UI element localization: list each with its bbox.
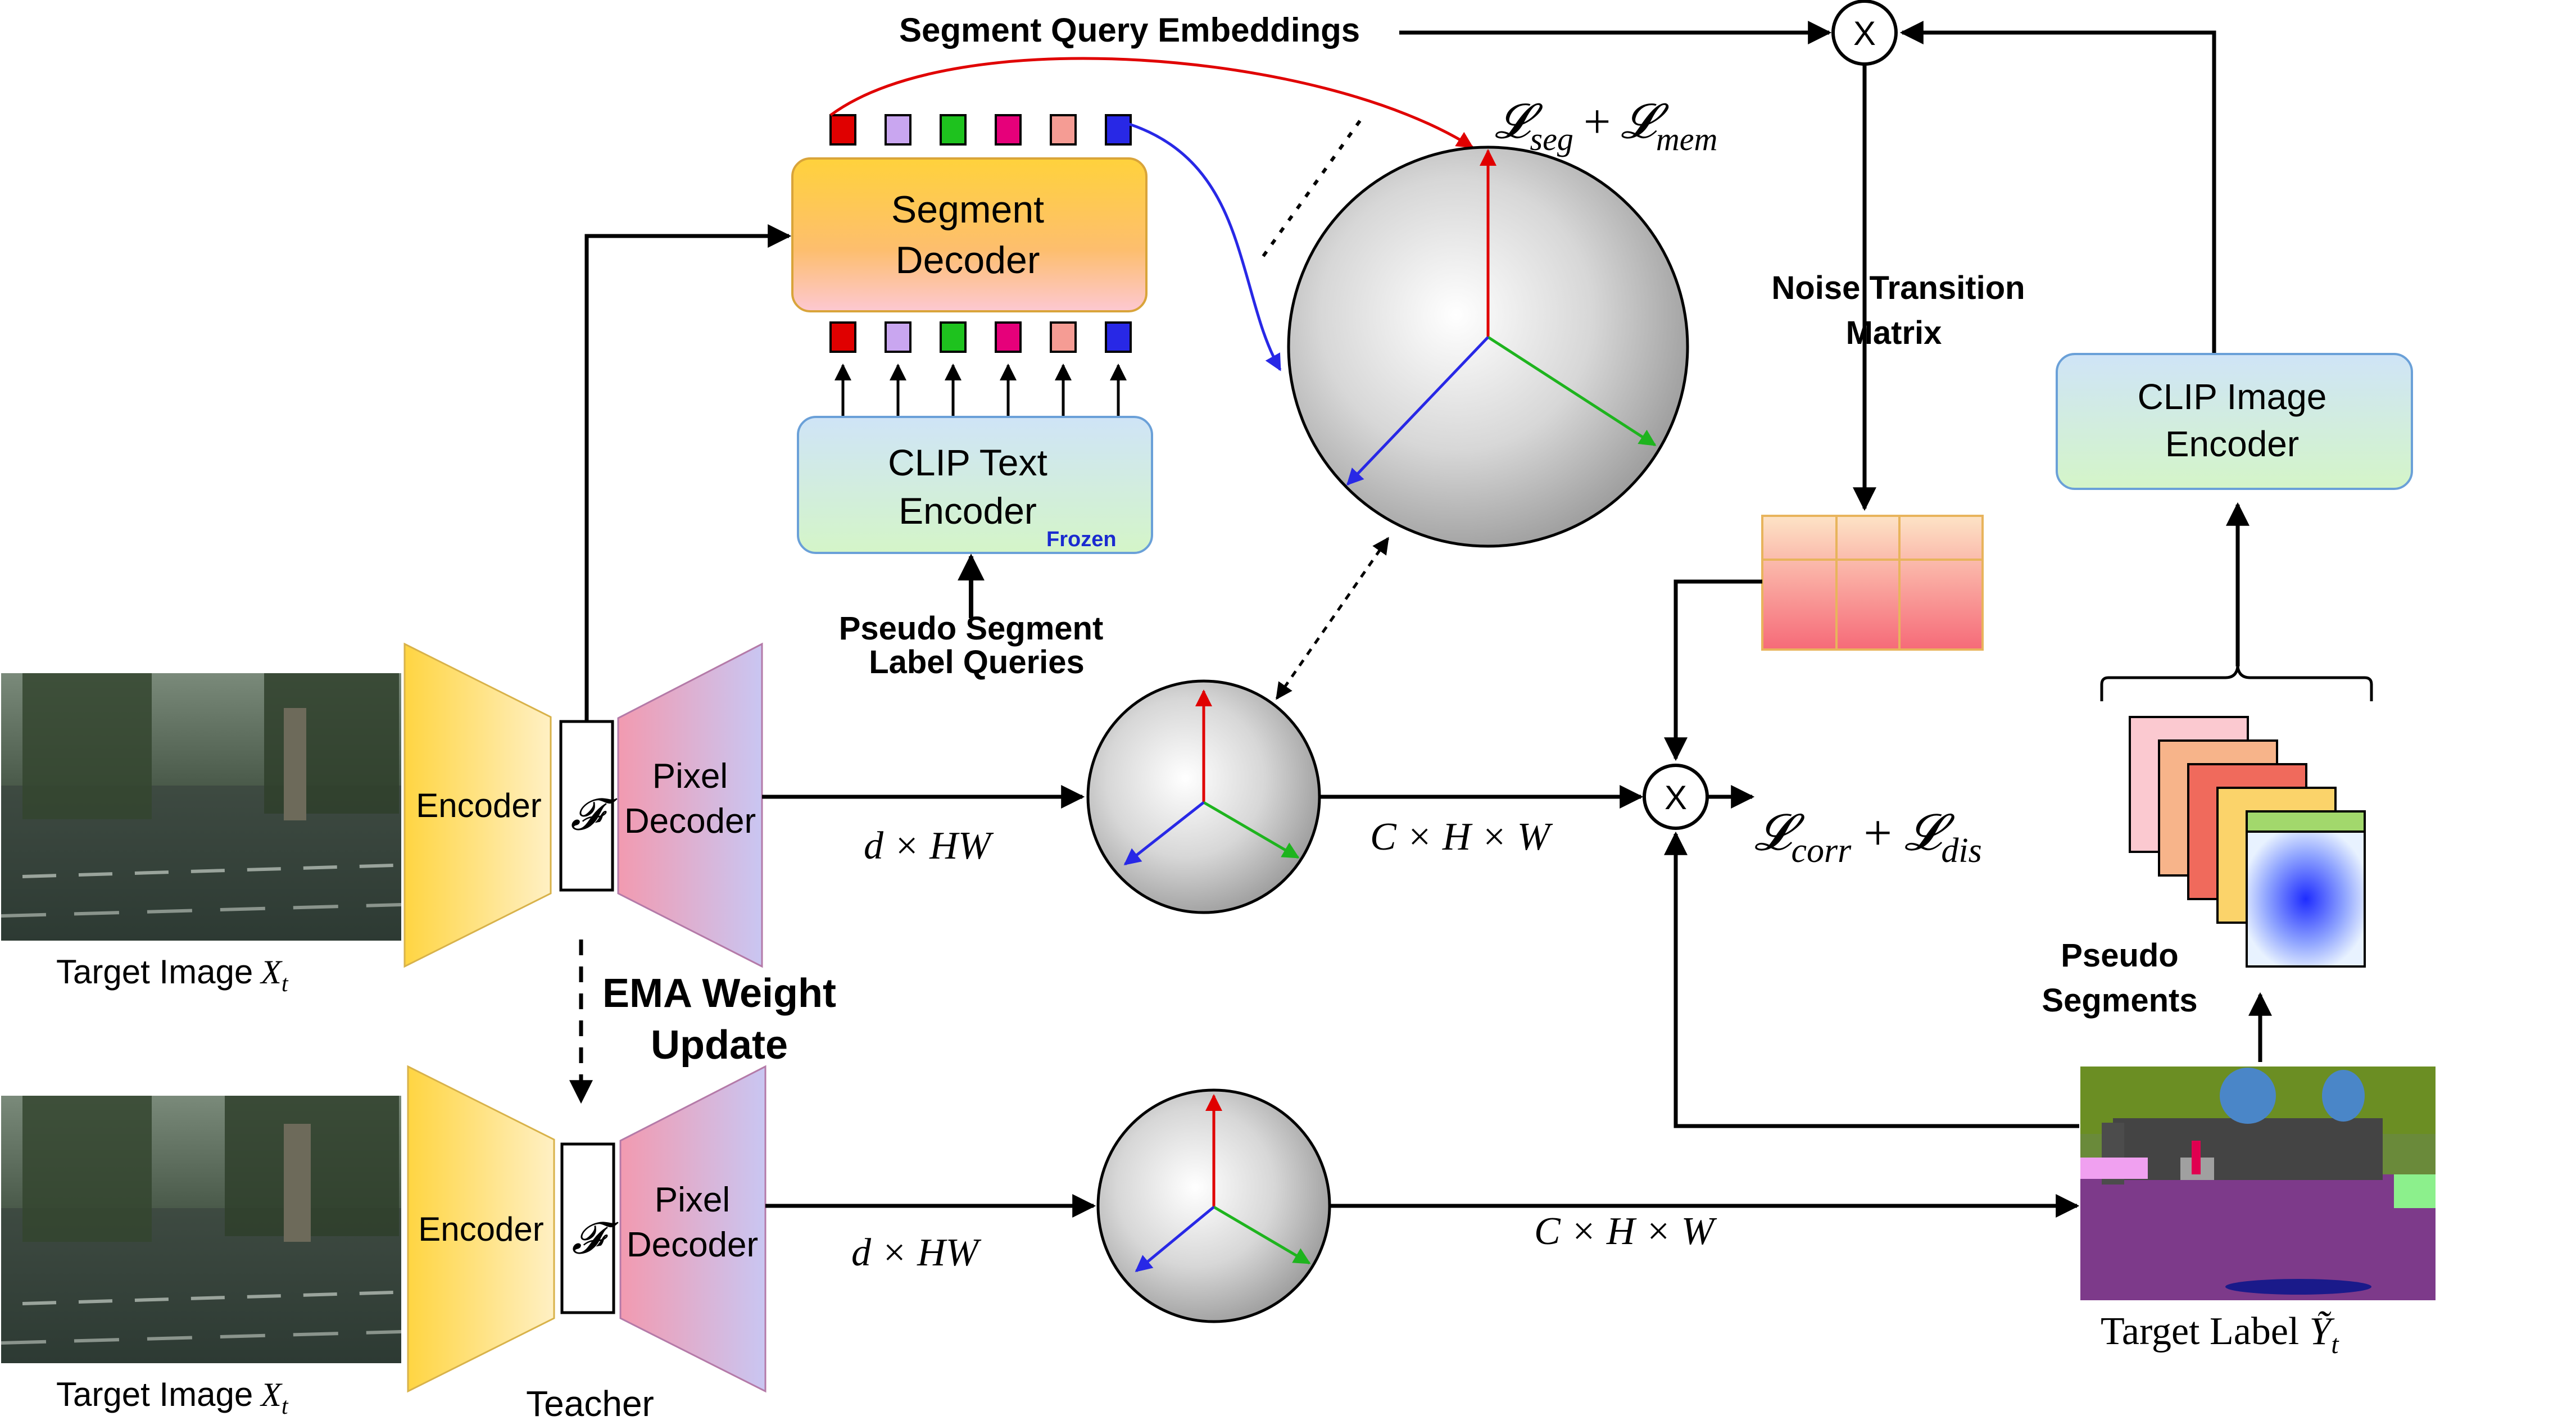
query-token-top [995, 114, 1022, 146]
frozen-tag: Frozen [1046, 528, 1117, 551]
multiply-node-top: X [1831, 0, 1898, 66]
teacher-label: Teacher [526, 1383, 654, 1424]
segment-decoder-label-line2: Decoder [895, 239, 1040, 282]
student-pixel-decoder-line2: Decoder [624, 802, 756, 841]
target-label-to-multiply-arrow [1664, 831, 2079, 1128]
pseudo-queries-line2: Label Queries [869, 644, 1085, 680]
query-token-bottom [1050, 321, 1077, 353]
query-token-top [940, 114, 967, 146]
student-pixel-decoder [617, 642, 763, 968]
clip-text-encoder-line2: Encoder [899, 490, 1037, 532]
token-up-arrows [835, 364, 1127, 416]
query-token-bottom [1105, 321, 1132, 353]
query-token-bottom [829, 321, 856, 353]
teacher-encoder-label: Encoder [418, 1210, 543, 1248]
student-pixel-decoder-line1: Pixel [652, 757, 728, 796]
teacher-feature-box [560, 1142, 615, 1314]
svg-text:𝓛seg+𝓛mem: 𝓛seg+𝓛mem [1495, 94, 1717, 157]
teacher-pixel-decoder-line2: Decoder [627, 1226, 758, 1264]
clip-image-encoder-line2: Encoder [2165, 424, 2299, 464]
teacher-dim-chw: C × H × W [1534, 1210, 1717, 1253]
query-token-bottom [885, 321, 911, 353]
clip-image-encoder-line1: CLIP Image [2138, 376, 2327, 417]
segment-query-embeddings-label: Segment Query Embeddings [899, 11, 1360, 49]
query-tokens-bottom [829, 321, 1132, 353]
pseudo-queries-line1: Pseudo Segment [839, 610, 1104, 647]
target-label-map [2080, 1067, 2436, 1300]
loss-corr-dis: 𝓛corr+𝓛dis [1754, 805, 1982, 870]
clip-image-encoder-box [2056, 353, 2413, 490]
blue-token-curve [1118, 119, 1282, 371]
student-dim-chw: C × H × W [1370, 815, 1553, 859]
feature-to-segment-decoder-arrow [584, 224, 792, 721]
embedding-sphere-large [1287, 146, 1689, 548]
teacher-encoder [407, 1065, 555, 1393]
query-token-top [829, 114, 856, 146]
noise-transition-label-line1: Noise Transition [1771, 270, 2025, 306]
multiply-node-bottom: X [1643, 764, 1709, 830]
target-image-teacher [1, 1096, 402, 1363]
svg-text:𝓛corr+𝓛dis: 𝓛corr+𝓛dis [1754, 805, 1982, 870]
noise-transition-label-line2: Matrix [1846, 315, 1942, 351]
ema-label-line2: Update [651, 1023, 788, 1068]
query-token-bottom [940, 321, 967, 353]
student-encoder-label: Encoder [416, 787, 541, 824]
embedding-sphere-student [1086, 679, 1321, 914]
query-token-top [1050, 114, 1077, 146]
red-token-curve [829, 57, 1474, 149]
matrix-to-multiply-arrow [1664, 579, 1762, 761]
clip-text-encoder-box [797, 416, 1153, 554]
pseudo-segments-brace [2100, 666, 2373, 701]
ema-label-line1: EMA Weight [602, 971, 836, 1016]
student-encoder [403, 642, 552, 968]
student-dim-dhw: d × HW [864, 824, 994, 868]
student-feature-box [559, 720, 614, 892]
sphere-alignment-dotted-arrow [1275, 537, 1390, 700]
pseudo-segment-blue [2246, 831, 2366, 968]
query-token-top [1105, 114, 1132, 146]
segment-decoder-label-line1: Segment [891, 188, 1044, 231]
multiply-node-top-symbol: X [1853, 15, 1876, 52]
embedding-sphere-teacher [1096, 1088, 1331, 1323]
query-tokens-top [829, 114, 1132, 146]
pseudo-segments-line1: Pseudo [2061, 937, 2179, 974]
clip-image-to-multiply-arrow [1899, 21, 2216, 354]
loss-seg-mem: 𝓛seg+𝓛mem [1495, 94, 1717, 157]
clip-text-encoder-line1: CLIP Text [888, 442, 1047, 483]
multiply-node-bottom-symbol: X [1665, 779, 1687, 816]
teacher-pixel-decoder-line1: Pixel [655, 1181, 730, 1219]
teacher-pixel-decoder [619, 1065, 767, 1393]
pseudo-segments-line2: Segments [2042, 982, 2197, 1019]
teacher-dim-dhw: d × HW [851, 1231, 982, 1274]
query-token-top [885, 114, 911, 146]
target-image-student [1, 673, 402, 941]
query-token-bottom [995, 321, 1022, 353]
noise-transition-matrix [1761, 515, 1984, 651]
segment-decoder-box [791, 157, 1148, 312]
